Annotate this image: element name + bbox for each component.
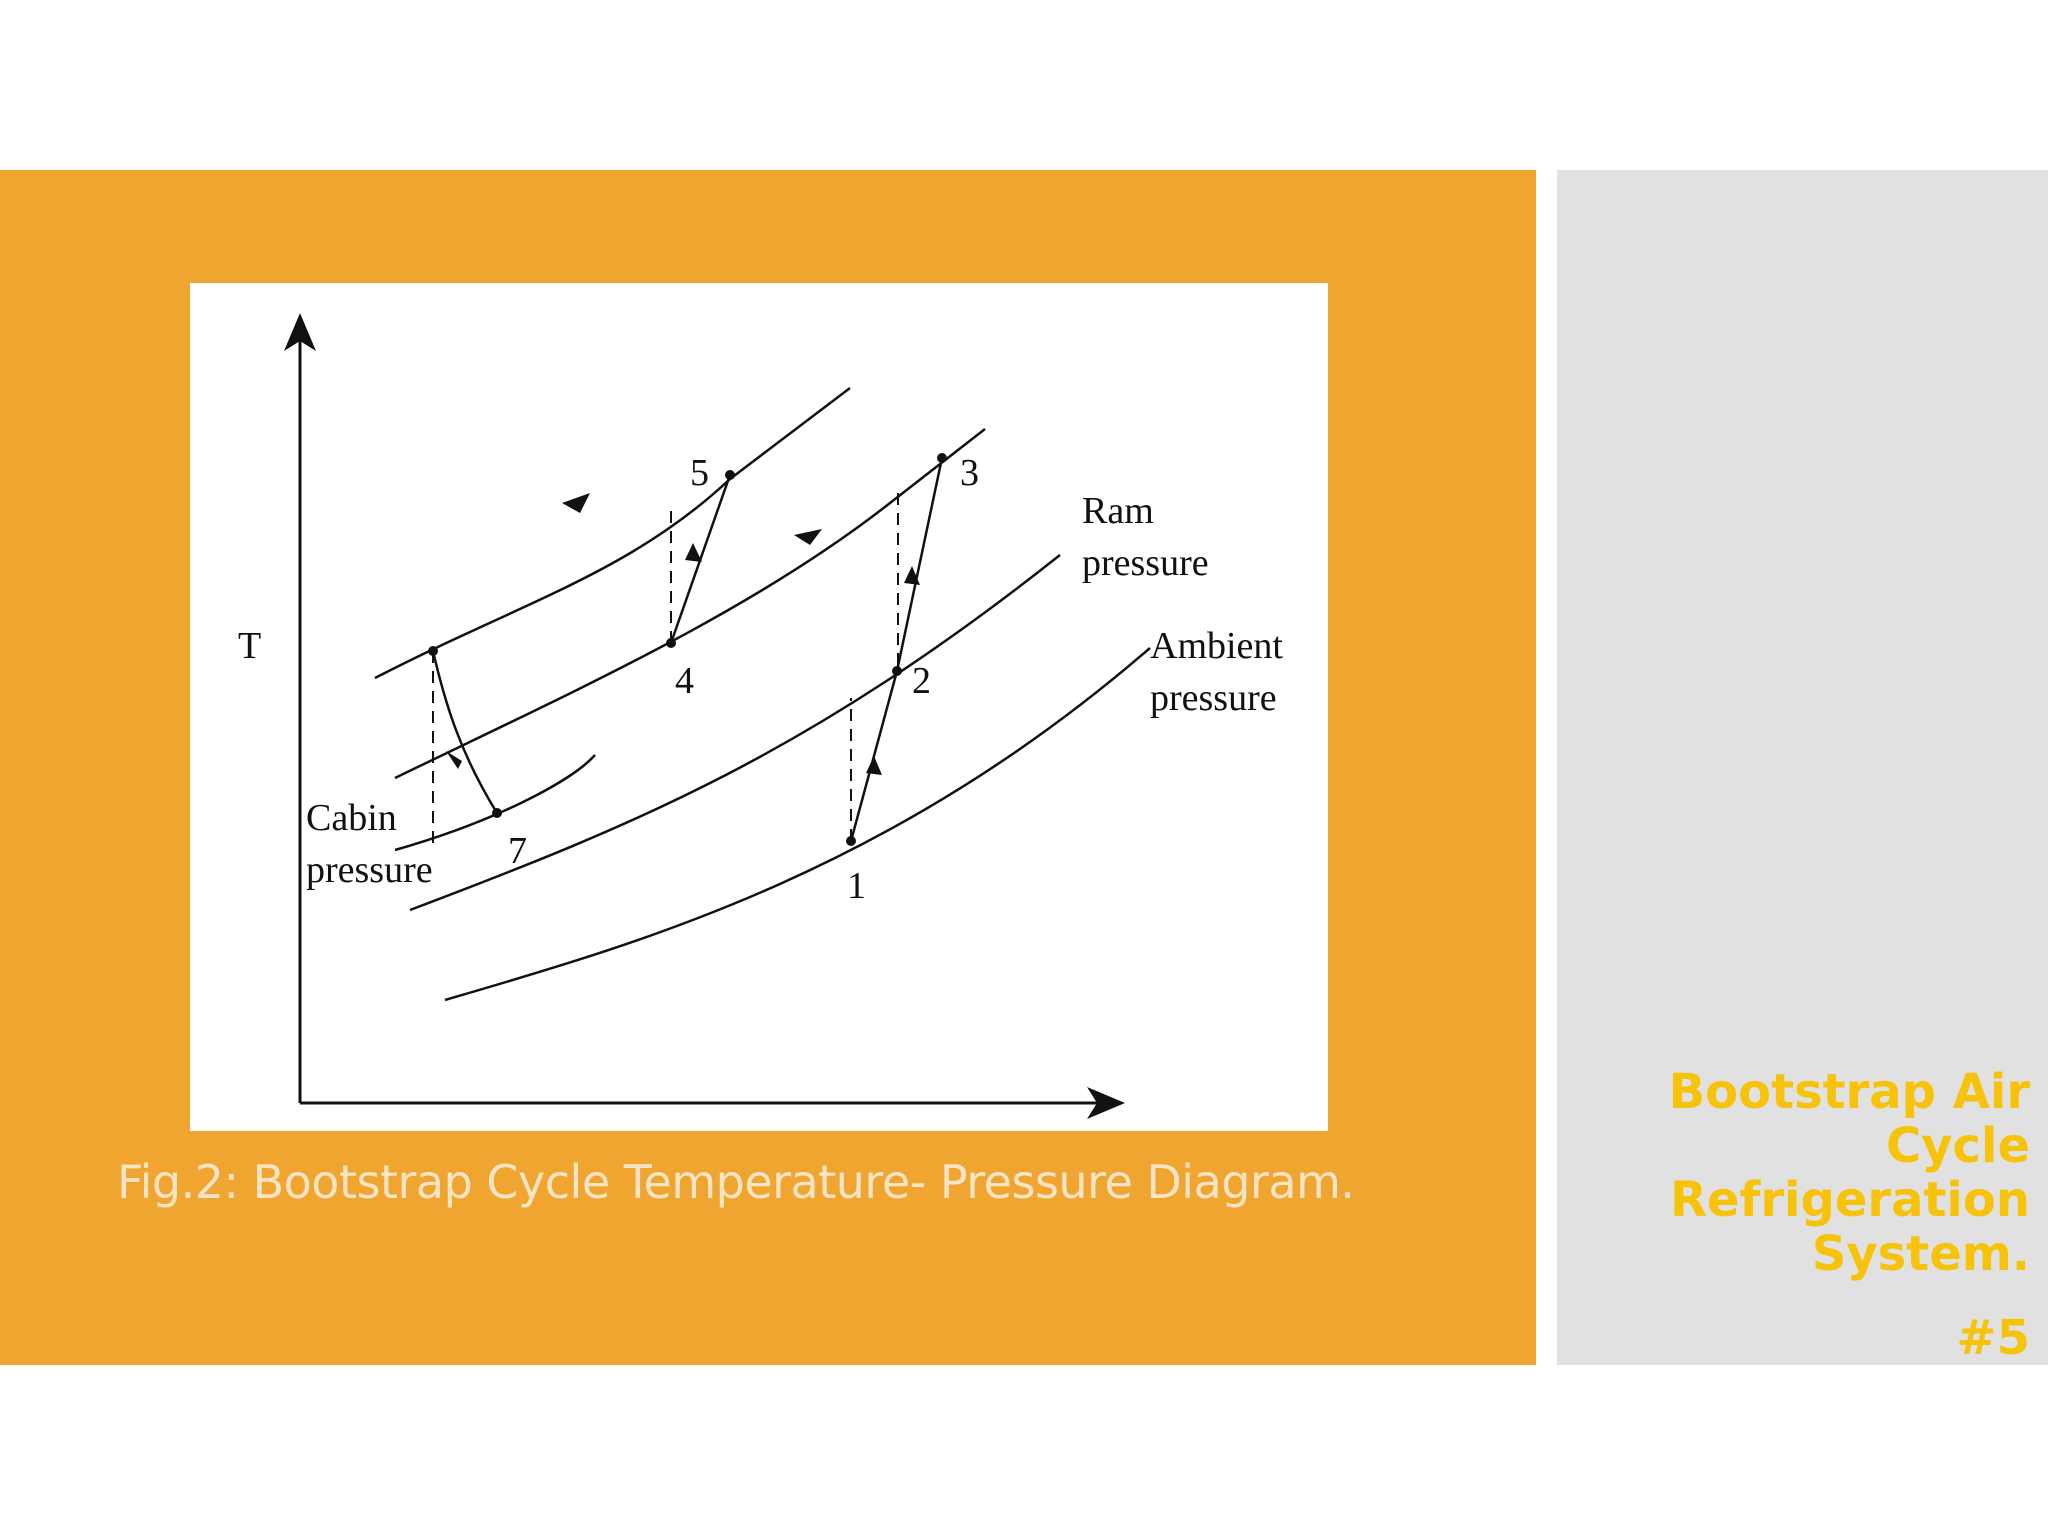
- slide-title-line-1: Bootstrap Air Cycle: [1668, 1064, 2030, 1174]
- diagram-figure: T 1 2 3 4 5 7 Ram pressure Ambient press…: [190, 283, 1328, 1131]
- x-axis-arrow-icon: [1087, 1087, 1125, 1119]
- ram-pressure-label-line2: pressure: [1082, 542, 1209, 584]
- ram-pressure-curve: [394, 428, 986, 780]
- ambient-pressure-curve: [409, 554, 1061, 912]
- ram-pressure-label-line1: Ram: [1082, 490, 1154, 532]
- arrow-icon-6-7: [446, 751, 462, 769]
- point-label-5: 5: [690, 452, 709, 494]
- arrow-icon-2-3: [904, 566, 920, 585]
- slide-title-line-2: Refrigeration: [1669, 1172, 2030, 1228]
- state-point-6: [428, 646, 438, 656]
- state-point-2: [892, 666, 902, 676]
- cabin-pressure-curve: [394, 754, 596, 852]
- point-label-1: 1: [847, 865, 866, 907]
- slide-title: Bootstrap Air Cycle Refrigeration System…: [1560, 1065, 2030, 1281]
- cabin-pressure-label-line1: Cabin: [306, 797, 397, 839]
- arrow-icon-upper: [562, 493, 590, 513]
- slide-title-line-3: System.: [1811, 1226, 2030, 1282]
- process-2-3: [895, 457, 944, 672]
- y-axis-arrow-icon: [284, 313, 316, 351]
- figure-caption: Fig.2: Bootstrap Cycle Temperature- Pres…: [117, 1155, 1355, 1209]
- state-point-1: [846, 836, 856, 846]
- state-point-4: [666, 638, 676, 648]
- slide-number: #5: [1956, 1310, 2030, 1366]
- point-label-4: 4: [675, 660, 694, 702]
- arrow-icon-4-5: [685, 543, 702, 562]
- point-label-2: 2: [912, 660, 931, 702]
- top-pressure-curve: [374, 387, 851, 680]
- cabin-pressure-label-line2: pressure: [306, 849, 433, 891]
- gray-side-panel: [1557, 170, 2048, 1365]
- process-6-7: [431, 650, 499, 814]
- state-point-3: [937, 453, 947, 463]
- state-point-5: [725, 470, 735, 480]
- low-pressure-curve: [444, 647, 1151, 1002]
- arrow-icon-ram: [794, 529, 822, 545]
- point-label-3: 3: [960, 452, 979, 494]
- ambient-pressure-label-line2: pressure: [1150, 677, 1277, 719]
- state-point-7: [492, 808, 502, 818]
- arrow-icon-1-2: [866, 756, 882, 775]
- ambient-pressure-label-line1: Ambient: [1150, 625, 1283, 667]
- y-axis-label: T: [238, 625, 261, 667]
- point-label-7: 7: [508, 830, 527, 872]
- temperature-pressure-diagram: T 1 2 3 4 5 7 Ram pressure Ambient press…: [238, 313, 1283, 1119]
